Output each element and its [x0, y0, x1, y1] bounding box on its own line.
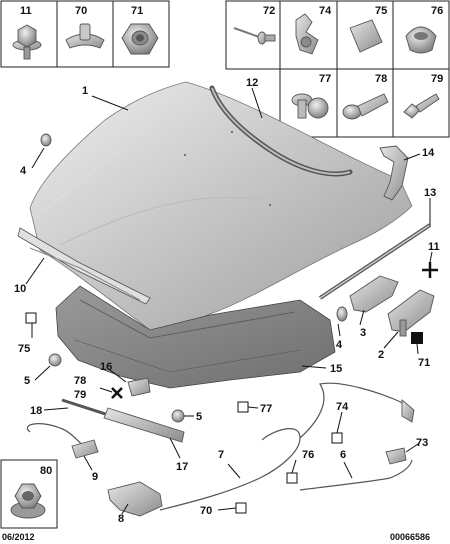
inset-label-78: 78 — [375, 73, 387, 85]
support-bracket — [379, 145, 409, 201]
inset-label-79: 79 — [431, 73, 443, 85]
front-seal — [318, 223, 432, 300]
callout-5b: 5 — [196, 411, 202, 423]
callout-12: 12 — [246, 77, 258, 89]
inset-label-11: 11 — [20, 5, 32, 17]
callout-5a: 5 — [24, 375, 30, 387]
insulation-pad — [55, 285, 336, 389]
callout-4a: 4 — [20, 165, 27, 177]
hinge-bracket — [111, 377, 151, 399]
callout-18: 18 — [30, 405, 42, 417]
callout-75: 75 — [18, 343, 30, 355]
push-clip-icon — [291, 93, 329, 119]
callout-15: 15 — [330, 363, 342, 375]
footer-reference: 00066586 — [390, 532, 430, 542]
callout-76: 76 — [302, 449, 314, 461]
inset-bottom-left: 80 — [0, 459, 58, 529]
marker-square-74 — [331, 432, 343, 444]
callout-78: 78 — [74, 375, 86, 387]
screw-marker — [422, 262, 438, 278]
callout-3: 3 — [360, 327, 366, 339]
buffer-4b — [336, 306, 348, 322]
release-lever — [107, 481, 163, 517]
callout-14: 14 — [422, 147, 435, 159]
stud-icon — [403, 93, 440, 119]
inset-top-right: 72 74 75 76 77 78 79 — [225, 0, 450, 138]
bolt-icon — [342, 93, 389, 120]
inset-label-76: 76 — [431, 5, 443, 17]
callout-10: 10 — [14, 283, 26, 295]
marker-square-76 — [286, 472, 298, 484]
inset-label-72: 72 — [263, 5, 275, 17]
inset-label-70: 70 — [75, 5, 87, 17]
callout-70: 70 — [200, 505, 212, 517]
callout-4b: 4 — [336, 339, 343, 351]
callout-13: 13 — [424, 187, 436, 199]
inset-label-74: 74 — [319, 5, 332, 17]
inset-top-left: 11 70 71 — [0, 0, 170, 68]
grommet-icon — [405, 26, 437, 54]
hood-lock — [387, 289, 435, 337]
callout-73: 73 — [416, 437, 428, 449]
clip-icon — [65, 23, 105, 49]
callout-8: 8 — [118, 513, 124, 525]
screw-washer-icon — [12, 24, 42, 60]
marker-square-77 — [237, 401, 249, 413]
callout-71: 71 — [418, 357, 430, 369]
flange-nut-icon — [10, 483, 46, 519]
footer-date: 06/2012 — [2, 532, 35, 542]
callout-6: 6 — [340, 449, 346, 461]
callout-11: 11 — [428, 241, 440, 253]
callout-1: 1 — [82, 85, 88, 97]
inset-label-80: 80 — [40, 465, 52, 477]
callout-17: 17 — [176, 461, 188, 473]
callout-labels: 1 12 14 13 11 4 10 75 5 16 78 79 15 5 77… — [14, 77, 440, 525]
inset-label-71: 71 — [131, 5, 143, 17]
buffer-4a — [40, 133, 52, 147]
marker-square-75 — [25, 312, 37, 324]
callout-74: 74 — [336, 401, 349, 413]
safety-catch — [349, 275, 399, 313]
nut-marker — [411, 332, 423, 344]
callout-9: 9 — [92, 471, 98, 483]
chevron-badge — [17, 227, 151, 305]
prop-rod — [61, 398, 185, 443]
callout-2: 2 — [378, 349, 384, 361]
adhesive-pad-icon — [349, 19, 383, 53]
callout-16: 16 — [100, 361, 112, 373]
release-handle — [71, 439, 99, 459]
nut-5a — [48, 353, 62, 367]
inset-label-75: 75 — [375, 5, 387, 17]
cable-retainer-icon — [295, 13, 319, 55]
callout-79: 79 — [74, 389, 86, 401]
rivet-icon — [233, 27, 276, 45]
callout-7: 7 — [218, 449, 224, 461]
inset-label-77: 77 — [319, 73, 331, 85]
leader-lines — [25, 87, 433, 515]
marker-square-70 — [235, 502, 247, 514]
nut-5b — [171, 409, 185, 423]
hex-nut-icon — [121, 23, 159, 55]
callout-77: 77 — [260, 403, 272, 415]
